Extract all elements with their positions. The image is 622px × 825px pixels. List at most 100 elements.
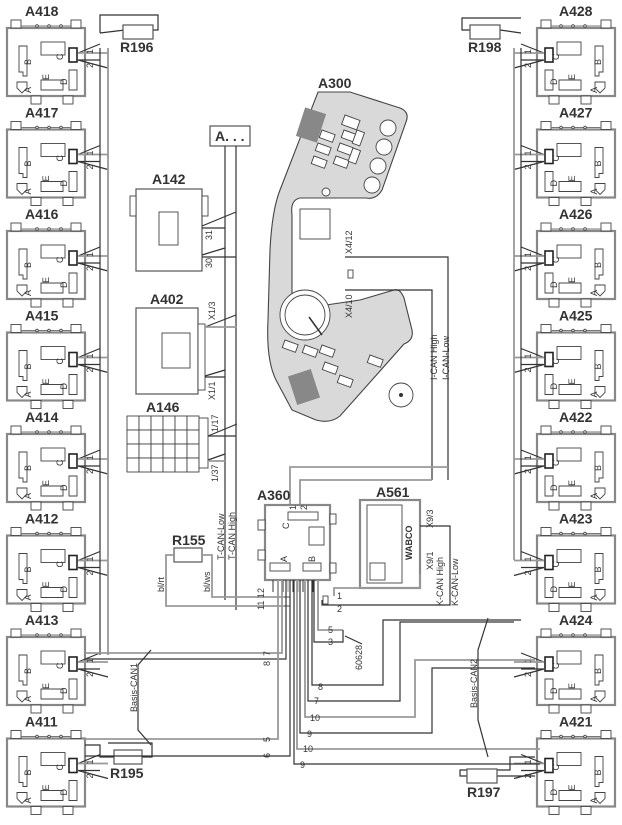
svg-text:bl/ws: bl/ws — [202, 571, 212, 592]
port-label-c: C — [551, 459, 561, 466]
svg-text:1: 1 — [523, 556, 533, 561]
svg-text:11: 11 — [256, 601, 266, 610]
port-label-d: D — [549, 586, 559, 593]
control-module-icon — [537, 731, 615, 815]
port-label-e: E — [41, 480, 51, 486]
svg-text:A300: A300 — [318, 75, 352, 91]
port-label-d: D — [59, 281, 69, 288]
reference-60628: 5 3 60628 — [313, 580, 364, 670]
left-module-column: A418CBDEA12A417CBDEA12A416CBDEA12A415CBD… — [5, 3, 109, 816]
module-label: A427 — [559, 105, 593, 121]
port-label-c: C — [551, 764, 561, 771]
svg-text:A: A — [279, 556, 289, 562]
svg-text:2: 2 — [523, 164, 533, 169]
svg-text:1: 1 — [85, 49, 95, 54]
port-label-c: C — [55, 53, 65, 60]
module-label: A426 — [559, 206, 593, 222]
port-label-d: D — [549, 180, 559, 187]
module-label: A417 — [25, 105, 59, 121]
svg-text:6: 6 — [262, 753, 272, 758]
module-label: A428 — [559, 3, 593, 19]
control-module-icon — [5, 424, 87, 512]
svg-text:1: 1 — [85, 150, 95, 155]
r197-label: R197 — [467, 784, 501, 800]
t-can-high-label: T-CAN High — [227, 512, 237, 560]
port-label-a: A — [589, 391, 599, 397]
port-label-d: D — [59, 586, 69, 593]
t-can-low-label: T-CAN-Low — [216, 513, 226, 560]
svg-text:9: 9 — [307, 729, 312, 739]
port-label-a: A — [23, 696, 33, 702]
port-label-c: C — [55, 561, 65, 568]
port-label-e: E — [567, 683, 577, 689]
svg-text:2: 2 — [337, 604, 342, 614]
port-label-e: E — [41, 175, 51, 181]
port-label-b: B — [23, 769, 33, 775]
svg-text:2: 2 — [85, 164, 95, 169]
port-label-a: A — [589, 493, 599, 499]
port-label-a: A — [23, 290, 33, 296]
svg-text:A. . .: A. . . — [215, 128, 245, 144]
port-label-e: E — [567, 480, 577, 486]
port-label-e: E — [567, 784, 577, 790]
a360-inline-connector — [322, 595, 329, 605]
port-label-b: B — [23, 262, 33, 268]
module-label: A415 — [25, 308, 59, 324]
a146-connector-grid — [126, 415, 209, 473]
basis-can1-bus: 7 8 5 6 Basis-CAN1 — [85, 580, 291, 758]
module-label: A414 — [25, 409, 59, 425]
svg-text:A142: A142 — [152, 171, 186, 187]
svg-text:12: 12 — [256, 588, 266, 598]
port-label-e: E — [567, 581, 577, 587]
svg-text:1: 1 — [85, 556, 95, 561]
svg-text:30: 30 — [204, 258, 214, 268]
port-label-b: B — [593, 465, 603, 471]
svg-text:10: 10 — [310, 713, 320, 723]
svg-text:1: 1 — [523, 49, 533, 54]
k-can-low-label: K-CAN-Low — [450, 558, 460, 606]
svg-text:5: 5 — [328, 625, 333, 635]
port-label-c: C — [55, 256, 65, 263]
port-label-a: A — [23, 188, 33, 194]
svg-text:60628: 60628 — [354, 645, 364, 670]
port-label-a: A — [589, 696, 599, 702]
right-module-column: A428CBDEA12A427CBDEA12A426CBDEA12A425CBD… — [513, 3, 615, 815]
i-can-high-label: I-CAN High — [429, 334, 439, 380]
port-label-e: E — [567, 277, 577, 283]
svg-text:2: 2 — [523, 469, 533, 474]
port-label-b: B — [593, 566, 603, 572]
left-bus-trunk — [99, 48, 109, 655]
module-label: A425 — [559, 308, 593, 324]
resistor-r197: R197 — [459, 756, 535, 800]
port-label-b: B — [23, 363, 33, 369]
port-label-e: E — [567, 74, 577, 80]
port-label-b: B — [23, 566, 33, 572]
port-label-c: C — [55, 459, 65, 466]
control-module-icon — [537, 426, 615, 510]
module-a360: A360 1 2 C A B — [257, 487, 337, 592]
module-label: A421 — [559, 714, 593, 730]
svg-text:2: 2 — [85, 266, 95, 271]
port-label-b: B — [23, 465, 33, 471]
port-label-a: A — [23, 493, 33, 499]
resistor-r196: R196 — [99, 14, 159, 55]
resistor-r198: R198 — [461, 17, 522, 55]
svg-text:2: 2 — [85, 570, 95, 575]
svg-text:A360: A360 — [257, 487, 291, 503]
module-label: A424 — [559, 612, 593, 628]
basis-can2-bus: 8 7 10 9 10 9 Basis-CAN2 — [293, 580, 540, 770]
svg-text:bl/rt: bl/rt — [156, 576, 166, 592]
control-module-icon — [537, 223, 615, 307]
control-module-icon — [537, 325, 615, 409]
r195-label: R195 — [110, 765, 144, 781]
module-a402: A402 X1/3 X1/1 — [135, 291, 237, 400]
port-label-e: E — [41, 784, 51, 790]
control-module-icon — [5, 323, 87, 410]
port-label-b: B — [593, 769, 603, 775]
svg-text:A146: A146 — [146, 399, 180, 415]
port-label-c: C — [551, 662, 561, 669]
svg-text:2: 2 — [523, 367, 533, 372]
port-label-a: A — [589, 290, 599, 296]
